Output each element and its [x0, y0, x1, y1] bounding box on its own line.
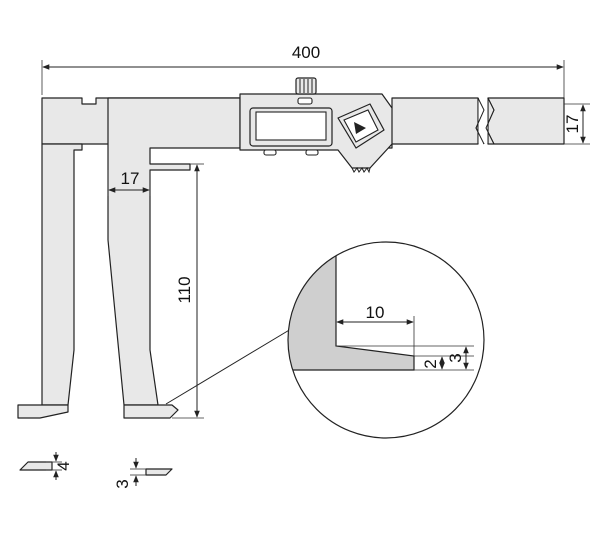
tip-section-a: 4	[19, 452, 73, 480]
thumb-wheel	[295, 77, 317, 95]
detail-leader	[165, 325, 297, 405]
tip-section-a-label: 4	[54, 461, 73, 470]
sliding-jaw	[107, 97, 241, 419]
tip-section-b-label: 3	[113, 479, 132, 488]
jaw-offset-dimension: 17	[107, 169, 151, 196]
jaw-offset-label: 17	[121, 169, 140, 188]
tip-section-b: 3	[113, 458, 173, 489]
detail-tip-thickness-inner-label: 2	[421, 359, 440, 368]
lcd-screen	[255, 111, 327, 141]
detail-view: 10 2 3	[287, 241, 485, 439]
overall-length-label: 400	[292, 43, 320, 62]
display-head	[239, 77, 393, 174]
detail-tip-thickness-outer-label: 3	[446, 353, 465, 362]
triangle-right-icon	[354, 122, 366, 134]
beam-height-dimension: 17	[563, 103, 590, 145]
jaw-depth-dimension: 110	[172, 163, 204, 419]
overall-length-dimension: 400	[41, 43, 565, 104]
jaw-depth-label: 110	[175, 276, 194, 303]
fixed-jaw	[17, 143, 83, 419]
detail-tip-length-label: 10	[366, 303, 385, 322]
beam-height-label: 17	[563, 115, 582, 134]
